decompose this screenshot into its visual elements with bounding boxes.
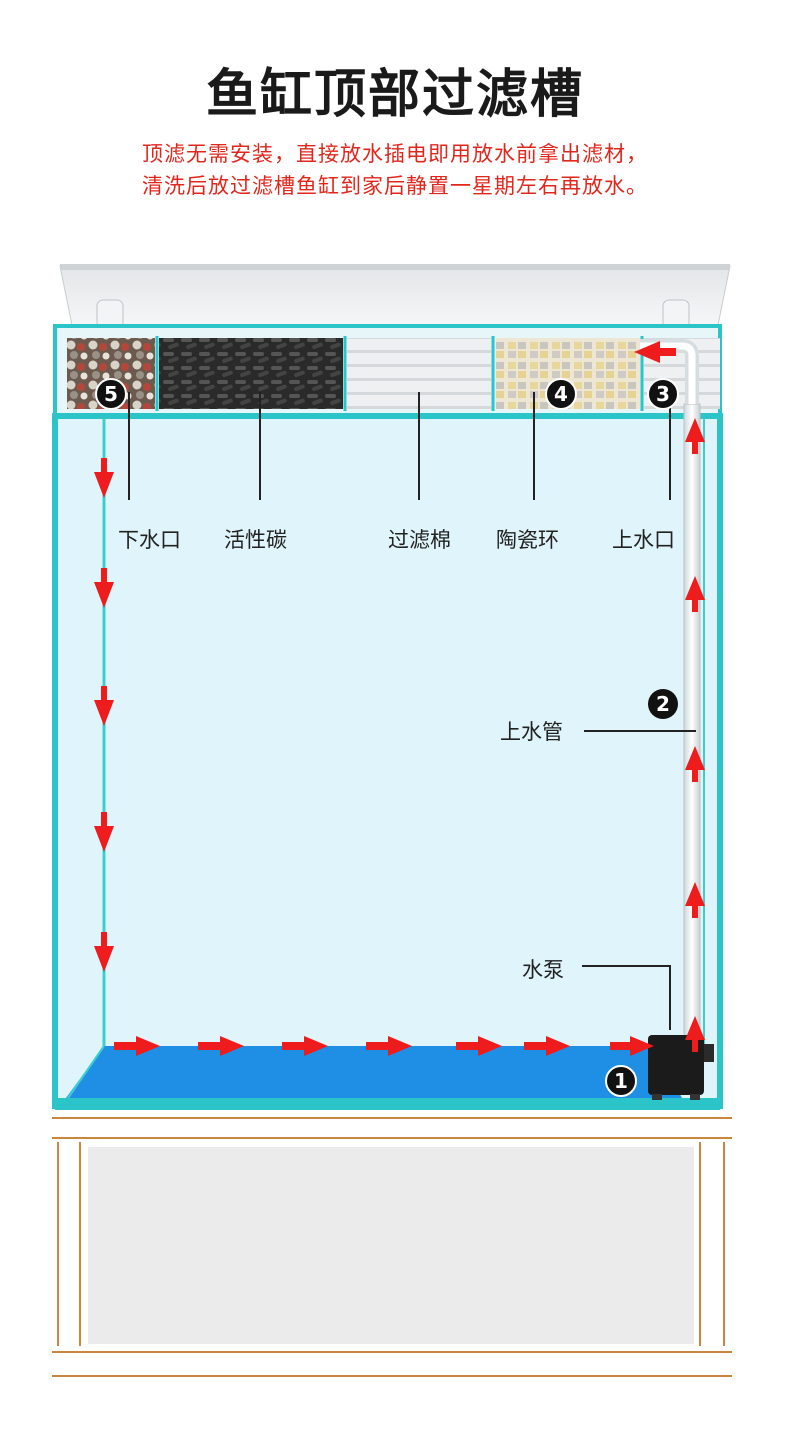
label-pipe: 上水管 <box>500 720 563 744</box>
lid-handle-right <box>662 299 690 329</box>
flow-arrows-up <box>685 418 705 1052</box>
subtitle-line-2: 清洗后放过滤槽鱼缸到家后静置一星期左右再放水。 <box>142 174 648 198</box>
cabinet-trim <box>52 1117 732 1377</box>
badge-outlet: 5 <box>95 378 127 410</box>
lid-handle-left <box>96 299 124 329</box>
tank-water <box>55 416 720 1106</box>
inlet-pipe <box>683 403 701 1047</box>
label-ceramic: 陶瓷环 <box>496 528 559 552</box>
label-carbon: 活性碳 <box>224 528 287 552</box>
cabinet-panel <box>88 1147 694 1344</box>
label-pump: 水泵 <box>522 958 564 982</box>
flow-arrows-down <box>94 458 114 972</box>
page-title: 鱼缸顶部过滤槽 <box>205 65 584 125</box>
tank-bottom-water <box>66 1046 682 1098</box>
media-carbon <box>159 338 343 409</box>
badge-inlet: 3 <box>647 378 679 410</box>
badge-pump: 1 <box>605 1065 637 1097</box>
subtitle-line-1: 顶滤无需安装，直接放水插电即用放水前拿出滤材， <box>142 142 648 166</box>
glass-lid <box>59 265 731 326</box>
leader-lines <box>128 392 696 1030</box>
flow-arrow-left <box>634 341 676 363</box>
label-cotton: 过滤棉 <box>388 528 451 552</box>
label-inlet: 上水口 <box>612 528 675 552</box>
flow-arrows-right <box>114 1036 654 1056</box>
label-outlet: 下水口 <box>118 528 181 552</box>
water-pump <box>648 1035 704 1095</box>
badge-pipe: 2 <box>648 689 678 719</box>
lid-edge <box>60 264 730 270</box>
tank-base <box>55 1098 720 1110</box>
badge-ceramic: 4 <box>545 378 577 410</box>
